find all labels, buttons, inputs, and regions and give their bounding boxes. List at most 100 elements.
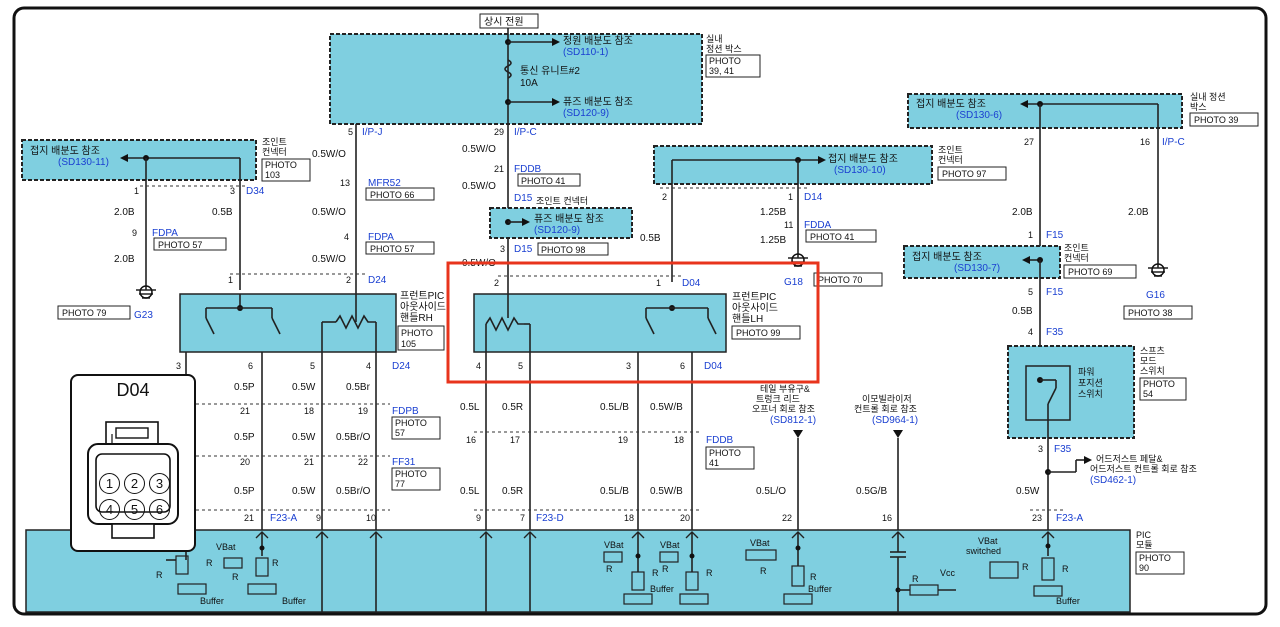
photo-66-box [365,187,435,201]
photo-54: PHOTO [1143,379,1175,389]
wire-color-05wo-e: 0.5W/O [462,181,496,192]
photo-41b: PHOTO 41 [810,232,854,242]
left-ground-code: (SD130-11) [58,157,109,168]
buffer-c: Buffer [650,584,674,594]
photo-90-num: 90 [1139,563,1149,573]
pin-29: 29 [494,127,504,137]
photo-41: PHOTO 41 [521,176,565,186]
switch-lh-label-2: 아웃사이드 [732,302,778,314]
mode-switch-label-1: 스프츠 [1140,346,1165,356]
right-ground-side-1: 조인트 [1064,243,1089,253]
label-f23a-left: F23-A [270,513,298,524]
photo-54-box [1139,377,1187,401]
photo-66: PHOTO 66 [370,190,414,200]
r-a: R [156,570,163,580]
pin-21c: 21 [244,513,254,523]
power-ref2: 퓨즈 배분도 참조 [563,96,633,108]
connector-pin-1: 1 [99,473,120,494]
ref2-arrow-icon [552,98,560,106]
vbat-switched-1: VBat [978,536,998,546]
pin-16b: 16 [882,513,892,523]
pin-9b: 9 [316,513,321,523]
photo-103-num: 103 [265,170,280,180]
immo-arrow-icon [893,430,903,438]
pin-18b: 18 [674,435,684,445]
r-k: R [912,574,919,584]
wire-color-20b-b: 2.0B [114,254,135,265]
right-ground-code: (SD130-7) [954,263,1000,274]
pin-2c: 2 [494,278,499,288]
pin-2b: 2 [662,192,667,202]
connector-inset-title: D04 [116,380,150,400]
junction-photo: PHOTO [709,56,741,66]
pin-2a: 2 [346,275,351,285]
pin-1b: 1 [228,275,233,285]
wire-color-05wb-a: 0.5W/B [650,402,683,413]
photo-70-box [813,272,883,287]
label-g23: G23 [134,310,153,321]
photo-105-box [397,325,445,351]
pin-19a: 19 [358,406,368,416]
photo-38: PHOTO 38 [1128,308,1172,318]
photo-57: PHOTO 57 [158,240,202,250]
connector-pin-6: 6 [149,499,170,520]
pin-5c: 5 [518,361,523,371]
wire-color-05lb-a: 0.5L/B [600,402,629,413]
wire-color-05w-c: 0.5W [292,486,316,497]
photo-69-box [1063,264,1137,279]
r-h: R [706,568,713,578]
vbat-a: VBat [216,542,236,552]
mid-fuse-ref-code: (SD120-9) [534,225,580,236]
pin-4d: 4 [1028,327,1033,337]
photo-57b-box [365,241,435,255]
photo-57c-box [391,416,441,440]
fuse-name: 통신 유니트#2 [520,65,580,77]
photo-39-box [1189,112,1259,127]
label-d34: D34 [246,186,265,197]
mid-ground-ref: 접지 배분도 참조 [828,153,898,165]
label-f35-b: F35 [1054,444,1072,455]
pin-4a: 4 [344,232,349,242]
mode-switch-inner-1: 파워 [1078,367,1095,377]
photo-77-box [391,467,441,491]
tail-ref-code: (SD812-1) [770,415,816,426]
wire-color-125b-a: 1.25B [760,207,786,218]
tail-ref-1: 테일 부유구& [760,384,810,394]
label-fdpa: FDPA [152,228,178,239]
fuse-rating: 10A [520,78,538,89]
photo-57c-num: 57 [395,428,405,438]
wire-color-05p-a: 0.5P [234,382,255,393]
label-d24-top: D24 [368,275,387,286]
right-ground-box [903,245,1061,279]
wire-color-05wo-a: 0.5W/O [312,149,346,160]
adj-arrow-icon [1084,456,1092,464]
switch-rh-label-2: 아웃사이드 [400,301,446,313]
wire-color-05r-b: 0.5R [502,486,523,497]
switch-lh-label-3: 핸들LH [732,313,763,325]
photo-41-box [517,173,581,187]
module-internals-right [745,532,1063,612]
pin-13: 13 [340,178,350,188]
photo-90: PHOTO [1139,553,1171,563]
pin-16a: 16 [466,435,476,445]
pin-18a: 18 [304,406,314,416]
photo-41c-box [705,446,755,470]
connector-pin-2: 2 [124,473,145,494]
switch-lh-label-1: 프런트PIC [732,291,776,303]
pin-9: 9 [132,228,137,238]
wire-color-05p-c: 0.5P [234,486,255,497]
wire-color-05b-b: 0.5B [640,233,661,244]
pin-7: 7 [520,513,525,523]
photo-70: PHOTO 70 [818,275,862,285]
photo-103-box [261,158,311,182]
adj-ref-1: 어드저스트 페달& [1096,453,1162,464]
pin-3c: 3 [176,361,181,371]
pin-3e: 3 [1038,444,1043,454]
junction-photo-box [705,54,761,78]
photo-103: PHOTO [265,160,297,170]
photo-41b-box [805,229,877,243]
wire-color-05wo-d: 0.5W/O [462,144,496,155]
pic-module-box [25,529,1131,613]
highlight-box [446,261,820,384]
